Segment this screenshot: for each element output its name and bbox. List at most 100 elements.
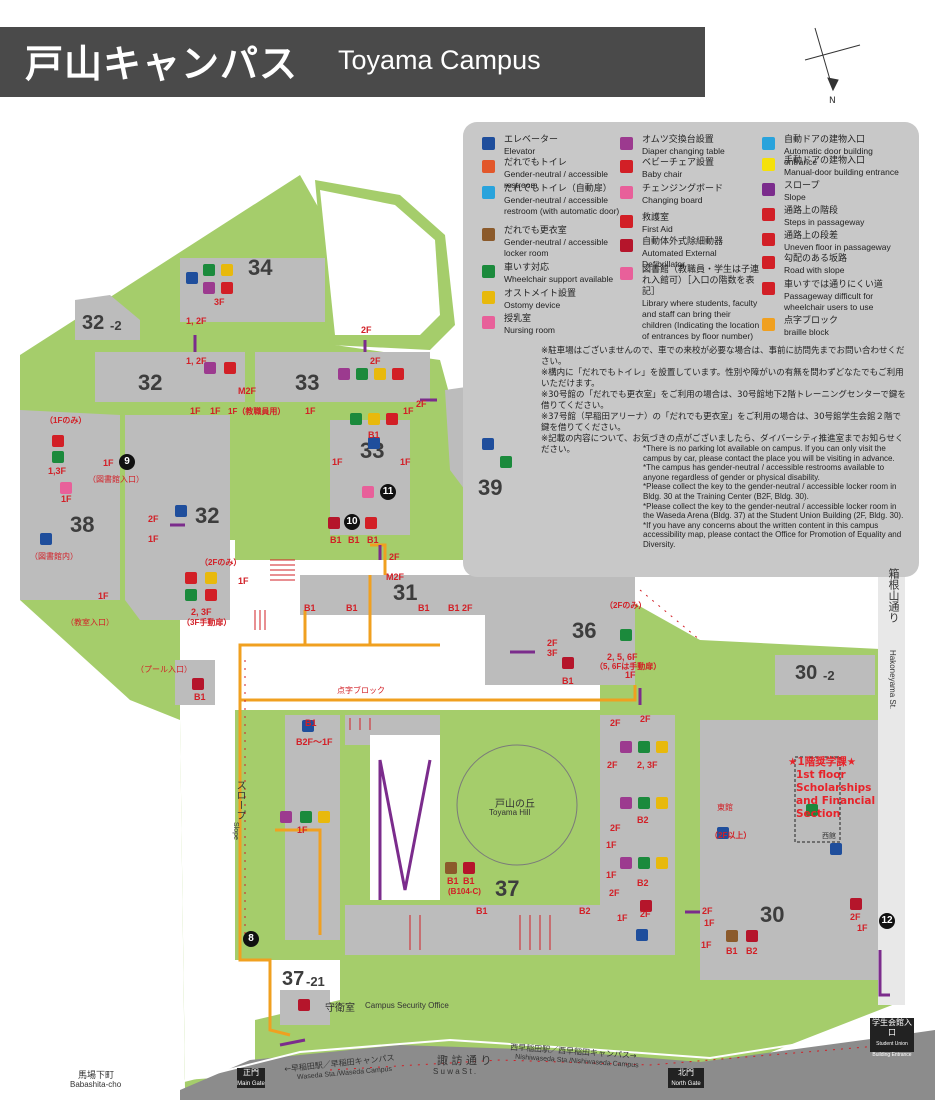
note-line: *If you have any concerns about the writ… [643, 520, 902, 549]
legend-entry-en: Wheelchair support available [504, 274, 614, 284]
floor-label: 1F [617, 913, 628, 923]
legend-entry-jp: 通路上の段差 [784, 231, 839, 241]
legend-entry-jp: スロープ [784, 181, 820, 191]
floor-label: 2F [148, 514, 159, 524]
legend-entry-jp: 図書館（教職員・学生は子連れ入館可）［入口の階数を表記］ [642, 265, 760, 297]
legend-entry: だれでもトイレ（自動扉）Gender-neutral / accessible … [504, 184, 622, 217]
legend-panel [463, 122, 919, 577]
floor-label: 2F [462, 603, 473, 613]
floor-label: 2F [850, 912, 861, 922]
floor-label: 3F [547, 648, 558, 658]
legend-entry-en: Passageway difficult for wheelchair user… [784, 291, 874, 312]
wheelchair-icon [500, 456, 512, 468]
bldg-label-32-2-suffix: -2 [110, 318, 122, 333]
slope-label-jp: スロープ [234, 780, 245, 820]
floor-label: B1 [447, 876, 459, 886]
library-inside-label: （図書館内） [30, 552, 78, 561]
hakoneyama-street-en: Hakoneyama St. [888, 650, 897, 710]
note-line: *Please collect the key to the gender-ne… [643, 501, 904, 521]
floor-label: （2Fのみ） [605, 601, 647, 610]
note-line: ※30号館の「だれでも更衣室」をご利用の場合は、30号館地下2階トレーニングセン… [541, 390, 906, 411]
floor-label: B1 [367, 535, 379, 545]
floor-label: 2F [609, 888, 620, 898]
floor-label: B1 [305, 718, 317, 728]
legend-entry-jp: 勾配のある坂路 [784, 254, 848, 264]
diaper-icon [280, 811, 292, 823]
aed-icon [562, 657, 574, 669]
wheelchair-icon [482, 265, 495, 278]
legend-entry-jp: オムツ交換台設置 [642, 135, 714, 145]
aed-icon [192, 678, 204, 690]
wheelchair-icon [620, 629, 632, 641]
aed-icon [746, 930, 758, 942]
legend-entry-jp: 手動ドアの建物入口 [784, 156, 866, 166]
note-line: *There is no parking lot available on ca… [643, 444, 895, 463]
floor-label: 2F [640, 909, 651, 919]
floor-label: 2F [361, 325, 372, 335]
floor-label: 1F [701, 940, 712, 950]
floor-label: （5, 6Fは手動扉） [595, 662, 662, 671]
marker-10: 10 [344, 514, 360, 530]
toyama-hill-jp: 戸山の丘 [495, 799, 535, 810]
changing-board-icon [620, 186, 633, 199]
ostomy-icon [368, 413, 380, 425]
wheelchair-icon [52, 451, 64, 463]
floor-label: 1F [190, 406, 201, 416]
bldg-31 [300, 575, 490, 615]
bldg-label-32-2: 32 [82, 312, 105, 334]
legend-entry-en: Automated External Defibrillator [642, 248, 717, 269]
babashita-en: Babashita-cho [70, 1080, 122, 1089]
floor-label: 2F [610, 718, 621, 728]
diaper-icon [203, 282, 215, 294]
road-slope-icon [762, 256, 775, 269]
legend-entry-en: Slope [784, 192, 806, 202]
baby-chair-icon [386, 413, 398, 425]
aed-icon [328, 517, 340, 529]
legend-entry-en: Gender-neutral / accessible restroom (wi… [504, 195, 620, 216]
elevator-icon [636, 929, 648, 941]
elevator-icon [368, 437, 380, 449]
floor-label: B2 [637, 815, 649, 825]
legend-entry: 図書館（教職員・学生は子連れ入館可）［入口の階数を表記］Library wher… [642, 265, 760, 342]
floor-label: 2F [389, 552, 400, 562]
scholarship-line3: Scholarships [796, 782, 872, 794]
pool-entrance-label: （プール入口） [136, 665, 192, 674]
floor-label: 2F [610, 823, 621, 833]
floor-label: 1F [238, 576, 249, 586]
legend-entry-en: Automatic door building entrance [784, 146, 873, 167]
legend-entry-en: Elevator [504, 146, 536, 156]
diaper-icon [204, 362, 216, 374]
diaper-icon [338, 368, 350, 380]
floor-label: B2F〜1F [296, 737, 333, 747]
road-slope-east [639, 589, 701, 641]
floor-label: （3F手動扉） [182, 618, 232, 627]
east-wing-label: 東館 [717, 803, 733, 812]
auto-restroom-icon [482, 186, 495, 199]
bldg-label-31: 31 [393, 580, 418, 605]
legend-entry-jp: ベビーチェア設置 [642, 158, 715, 168]
floor-label: B1 [463, 876, 475, 886]
bldg-37-east [600, 715, 675, 955]
bldg-label-32-south: 32 [195, 503, 220, 528]
suwa-street [180, 1030, 935, 1100]
first-aid-icon [365, 517, 377, 529]
library-entrance-label: （図書館入口） [88, 475, 144, 484]
campus-title-jp: 戸山キャンパス [25, 42, 299, 86]
elevator-icon [40, 533, 52, 545]
library-icon [620, 267, 633, 280]
floor-label: 2F [370, 356, 381, 366]
steps-marks [254, 559, 551, 950]
legend-entry-en: Ostomy device [504, 300, 561, 310]
floor-label: 1F [103, 458, 114, 468]
baby-chair-icon [185, 572, 197, 584]
first-aid-icon [620, 215, 633, 228]
legend-entry-en: Manual-door building entrance [784, 167, 899, 177]
